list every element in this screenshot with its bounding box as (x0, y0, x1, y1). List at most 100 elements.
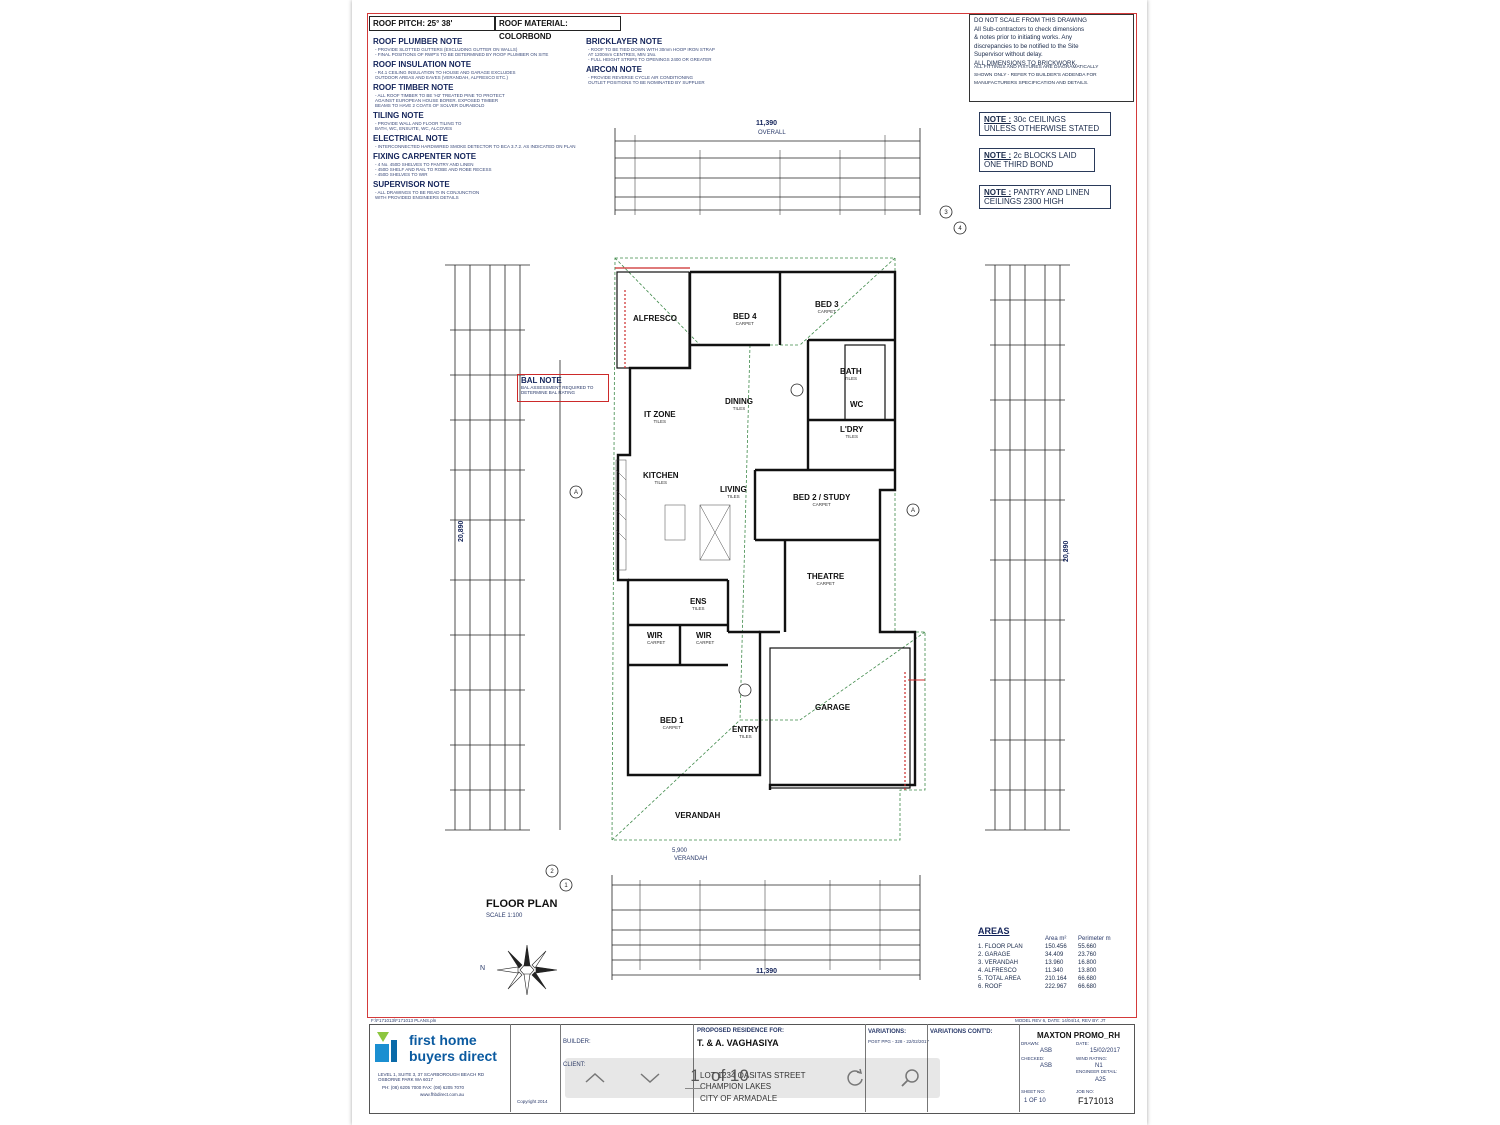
warning-line: SHOWN ONLY - REFER TO BUILDER'S ADDENDA … (974, 73, 1097, 78)
note-line: - 450D SHELF AND RAIL TO ROBE AND ROBE R… (375, 167, 492, 172)
roof-pitch-label: ROOF PITCH: 25° 38' (369, 16, 495, 31)
room-label: WC (850, 400, 864, 409)
sheet-value: 1 OF 10 (1024, 1098, 1046, 1104)
company-web: www.fhbdirect.com.au (420, 1092, 465, 1097)
company-phone: PH: (08) 6205 7000 FAX: (08) 6205 7070 (382, 1085, 465, 1090)
svg-text:4: 4 (958, 226, 962, 232)
compass-north: N (480, 965, 486, 972)
variations-cont-cell (927, 1024, 1020, 1112)
roof-material-label: ROOF MATERIAL: COLORBOND (495, 16, 621, 41)
svg-text:1: 1 (564, 883, 568, 889)
overall-left-dim: 20,890 (458, 520, 465, 542)
search-icon (901, 1069, 919, 1087)
warning-line: All Sub-contractors to check dimensions (974, 25, 1085, 33)
plan-scale: SCALE 1:100 (486, 913, 523, 919)
overall-top-dim: 11,390 (756, 120, 778, 127)
soil-value: A25 (1095, 1077, 1106, 1083)
note-line: - R4.1 CEILING INSULATION TO HOUSE AND G… (375, 70, 516, 75)
room-label: ALFRESCO (633, 314, 677, 323)
note-line: - INTERCONNECTED HARDWIRED SMOKE DETECTO… (375, 144, 576, 149)
room-label: VERANDAH (675, 811, 721, 820)
variations-cont-label: VARIATIONS CONT'D: (930, 1029, 993, 1035)
company-name-2: buyers direct (409, 1048, 497, 1064)
note-line: - PROVIDE SLOTTED GUTTERS (EXCLUDING GUT… (375, 47, 518, 52)
rotate-button[interactable] (835, 1058, 875, 1098)
note-line: BATH, WC, ENSUITE, WC, ALCOVES (375, 126, 453, 131)
client-name: T. & A. VAGHASIYA (697, 1038, 779, 1048)
note-line: OUTLET POSITIONS TO BE NOMINATED BY SUPP… (588, 80, 705, 85)
note-line: - 4 No. 450D SHELVES TO PANTRY AND LINEN (375, 162, 474, 167)
rotate-icon (847, 1068, 863, 1086)
proposed-cell (693, 1024, 866, 1112)
footer-model: MODEL REV 6, DATE: 14/04/14, REV BY: JT (1015, 1018, 1106, 1023)
warning-line: MANUFACTURERS SPECIFICATION AND DETAILS. (974, 81, 1089, 86)
next-page-button[interactable] (630, 1058, 670, 1098)
note-line: - FINAL POSITIONS OF RWP'S TO BE DETERMI… (375, 52, 549, 57)
drawn-label: DRAWN: (1021, 1041, 1040, 1046)
builder-cell (560, 1024, 694, 1112)
verandah-width-dim: 5,900 (672, 848, 688, 854)
disclaimer-cell (510, 1024, 561, 1112)
address-line-2: CHAMPION LAKES (700, 1082, 772, 1091)
search-button[interactable] (890, 1058, 930, 1098)
note-title: BRICKLAYER NOTE (586, 37, 663, 46)
date-value: 15/02/2017 (1090, 1048, 1121, 1054)
checked-label: CHECKED: (1021, 1056, 1045, 1061)
variation-1: POST PPG - 328 - 22/02/2017 (868, 1039, 929, 1044)
plan-title: FLOOR PLAN (486, 898, 558, 910)
note-line: - PROVIDE WALL AND FLOOR TILING TO (375, 121, 462, 126)
note-line: - PROVIDE REVERSE CYCLE AIR CONDITIONING (588, 75, 694, 80)
note-title: FIXING CARPENTER NOTE (373, 152, 477, 161)
footer-file: F:\F171013\F171013 PLANS.pln (371, 1018, 437, 1023)
note-line: OUTDOOR AREAS AND EAVES (VERANDAH, ALFRE… (375, 75, 508, 80)
address-line-1: LOT 1234 OASITAS STREET (700, 1071, 806, 1080)
logo-mark-icon (375, 1032, 397, 1062)
note-line: - ROOF TO BE TIED DOWN WITH 30mm HOOP IR… (588, 47, 715, 52)
verandah-width-label: VERANDAH (674, 856, 708, 862)
overall-top-label: OVERALL (758, 130, 786, 136)
variations-cell (865, 1024, 928, 1112)
warning-line: DO NOT SCALE FROM THIS DRAWING (974, 17, 1087, 24)
date-label: DATE: (1076, 1041, 1089, 1046)
chevron-down-icon (640, 1073, 660, 1084)
svg-text:2: 2 (550, 869, 554, 875)
note-line: - 450D SHELVES TO WIR (375, 172, 428, 177)
company-name-1: first home (409, 1032, 477, 1048)
drawing-border (367, 13, 1137, 1018)
soil-label: ENGINEER DETAIL: (1076, 1069, 1118, 1074)
wind-value: N1 (1095, 1063, 1103, 1069)
company-address: LEVEL 1, SUITE 3, 37 SCARBOROUGH BEACH R… (378, 1072, 485, 1082)
note-title: ROOF INSULATION NOTE (373, 60, 472, 69)
page-count: of 10 (711, 1066, 749, 1085)
chevron-up-icon (585, 1072, 605, 1083)
warning-line: Supervisor without delay. (974, 51, 1043, 58)
job-number: F171013 (1078, 1096, 1114, 1106)
address-line-3: CITY OF ARMADALE (700, 1094, 778, 1103)
page-number-input[interactable]: 1 (685, 1066, 705, 1089)
note-line: BEAMS TO HAVE 2 COATS OF SOLVER DURABOLD (375, 103, 485, 108)
note-line: AGAINST EUROPEAN HOUSE BORER. EXPOSED TI… (375, 98, 499, 103)
bal-note: BAL NOTE BAL ASSESSMENT REQUIRED TO DETE… (517, 374, 609, 402)
warning-line: ALL DIMENSIONS TO BRICKWORK. (974, 59, 1078, 67)
note-title: TILING NOTE (373, 111, 424, 120)
note-title: AIRCON NOTE (586, 65, 642, 74)
prev-page-button[interactable] (575, 1058, 615, 1098)
job-label: JOB NO: (1076, 1089, 1095, 1094)
